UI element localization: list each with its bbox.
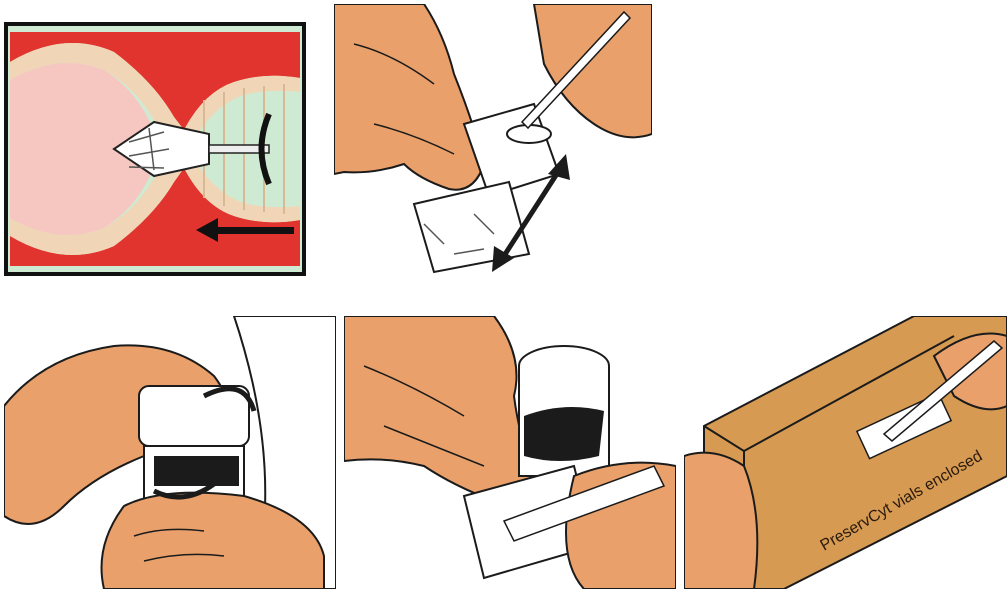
- panel-cervix-cross-section: [4, 22, 306, 276]
- hands-icon: [684, 453, 757, 589]
- hand-icon: [334, 4, 484, 190]
- hand-icon: [344, 316, 534, 502]
- panel-brush-into-vial: [334, 4, 652, 276]
- panel-label-box: PreservCyt vials enclosed: [684, 316, 1007, 589]
- panel-cap-vial: [4, 316, 336, 589]
- panel-label-vial: [344, 316, 676, 589]
- cervix-illustration: [4, 22, 306, 276]
- hand-icon: [534, 4, 652, 137]
